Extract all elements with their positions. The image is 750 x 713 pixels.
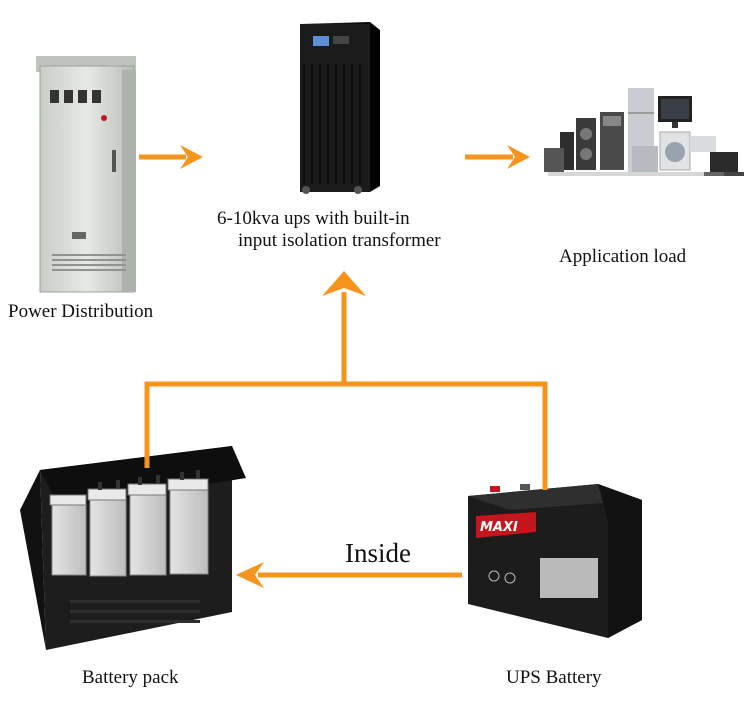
ups-battery-label: UPS Battery bbox=[506, 667, 602, 688]
battery-icon: MAXI bbox=[468, 484, 642, 638]
distribution-cabinet-icon bbox=[36, 56, 136, 293]
ups-unit-label: 6-10kva ups with built-in input isolatio… bbox=[217, 208, 441, 252]
ups-unit-label-line1: 6-10kva ups with built-in bbox=[217, 208, 410, 229]
arrow-ups-battery-to-pack bbox=[236, 562, 462, 588]
arrow-batteries-to-ups bbox=[144, 271, 548, 490]
battery-pack-label: Battery pack bbox=[82, 667, 179, 688]
power-distribution-label: Power Distribution bbox=[8, 301, 154, 322]
battery-brand-logo: MAXI bbox=[480, 520, 518, 535]
arrow-ups-to-load bbox=[465, 145, 530, 169]
application-load-label: Application load bbox=[559, 246, 687, 267]
battery-cabinet-icon bbox=[20, 446, 246, 650]
arrow-distribution-to-ups bbox=[139, 145, 203, 169]
ups-tower-icon bbox=[300, 22, 380, 194]
appliances-icon bbox=[544, 88, 744, 176]
ups-unit-label-line2: input isolation transformer bbox=[238, 230, 441, 251]
edge-label-inside: Inside bbox=[345, 538, 411, 568]
